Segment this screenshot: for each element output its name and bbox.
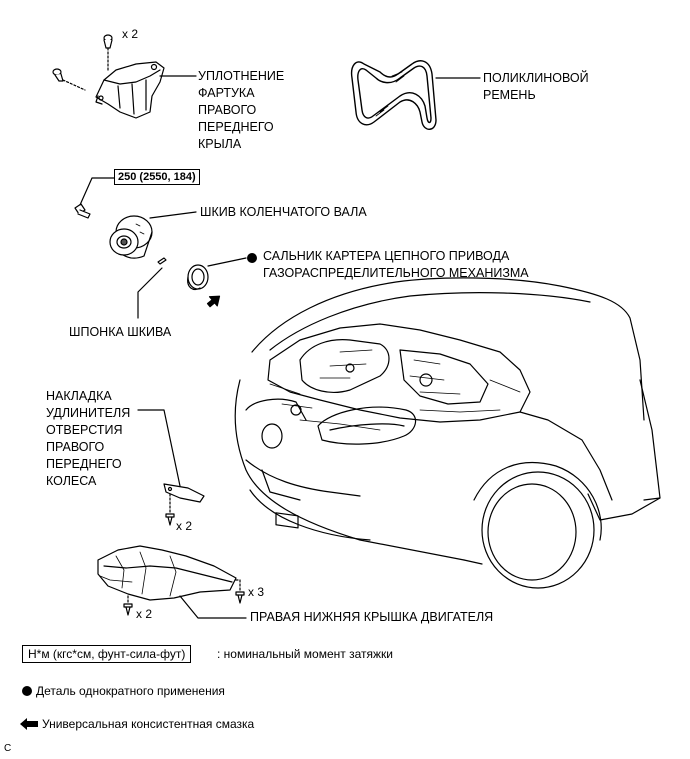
non-reusable-legend-text: Деталь однократного применения (36, 684, 225, 698)
v-belt-label: ПОЛИКЛИНОВОЙ РЕМЕНЬ (483, 71, 589, 102)
non-reusable-legend-icon (22, 686, 32, 696)
fender-clip-quantity: x 2 (122, 27, 139, 41)
pulley-key-part (157, 257, 167, 265)
torque-legend-text: : номинальный момент затяжки (217, 647, 393, 661)
grease-arrow-icon (206, 295, 221, 308)
crankshaft-pulley-part (109, 215, 153, 259)
wheel-cover-screw-quantity: x 2 (176, 519, 193, 533)
vehicle-illustration (234, 277, 661, 589)
fender-clip-left-icon (52, 68, 86, 91)
engine-under-cover-part (97, 545, 237, 601)
grease-legend-icon (20, 718, 38, 730)
timing-cover-oil-seal-part (187, 264, 209, 291)
engine-under-cover-label: ПРАВАЯ НИЖНЯЯ КРЫШКА ДВИГАТЕЛЯ (250, 610, 494, 624)
fender-seal-part (95, 61, 165, 119)
crank-pulley-label: ШКИВ КОЛЕНЧАТОГО ВАЛА (200, 205, 367, 219)
under-cover-left-quantity: x 2 (136, 607, 153, 621)
wheel-opening-cover-part (163, 483, 205, 503)
wheel-cover-screw-icon (165, 513, 175, 526)
under-cover-screw-left-icon (123, 603, 133, 616)
fender-clip-top-icon (103, 34, 113, 53)
non-reusable-mark-icon (247, 253, 257, 263)
under-cover-right-quantity: x 3 (248, 585, 265, 599)
torque-units-legend-box: Н*м (кгс*см, фунт-сила-фут) (22, 645, 192, 663)
oil-seal-label: САЛЬНИК КАРТЕРА ЦЕПНОГО ПРИВОДА ГАЗОРАСП… (263, 249, 529, 280)
wheel-cover-label: НАКЛАДКА УДЛИНИТЕЛЯ ОТВЕРСТИЯ ПРАВОГО ПЕ… (46, 389, 131, 488)
fender-seal-label: УПЛОТНЕНИЕ ФАРТУКА ПРАВОГО ПЕРЕДНЕГО КРЫ… (198, 69, 285, 151)
pulley-key-label: ШПОНКА ШКИВА (69, 325, 172, 339)
torque-spec-box: 250 (2550, 184) (114, 169, 200, 185)
crank-bolt-icon (74, 203, 91, 219)
grease-legend-text: Универсальная консистентная смазка (42, 717, 255, 731)
figure-code: C (4, 743, 12, 754)
v-ribbed-belt-part (350, 60, 437, 130)
under-cover-screw-right-icon (235, 591, 245, 604)
